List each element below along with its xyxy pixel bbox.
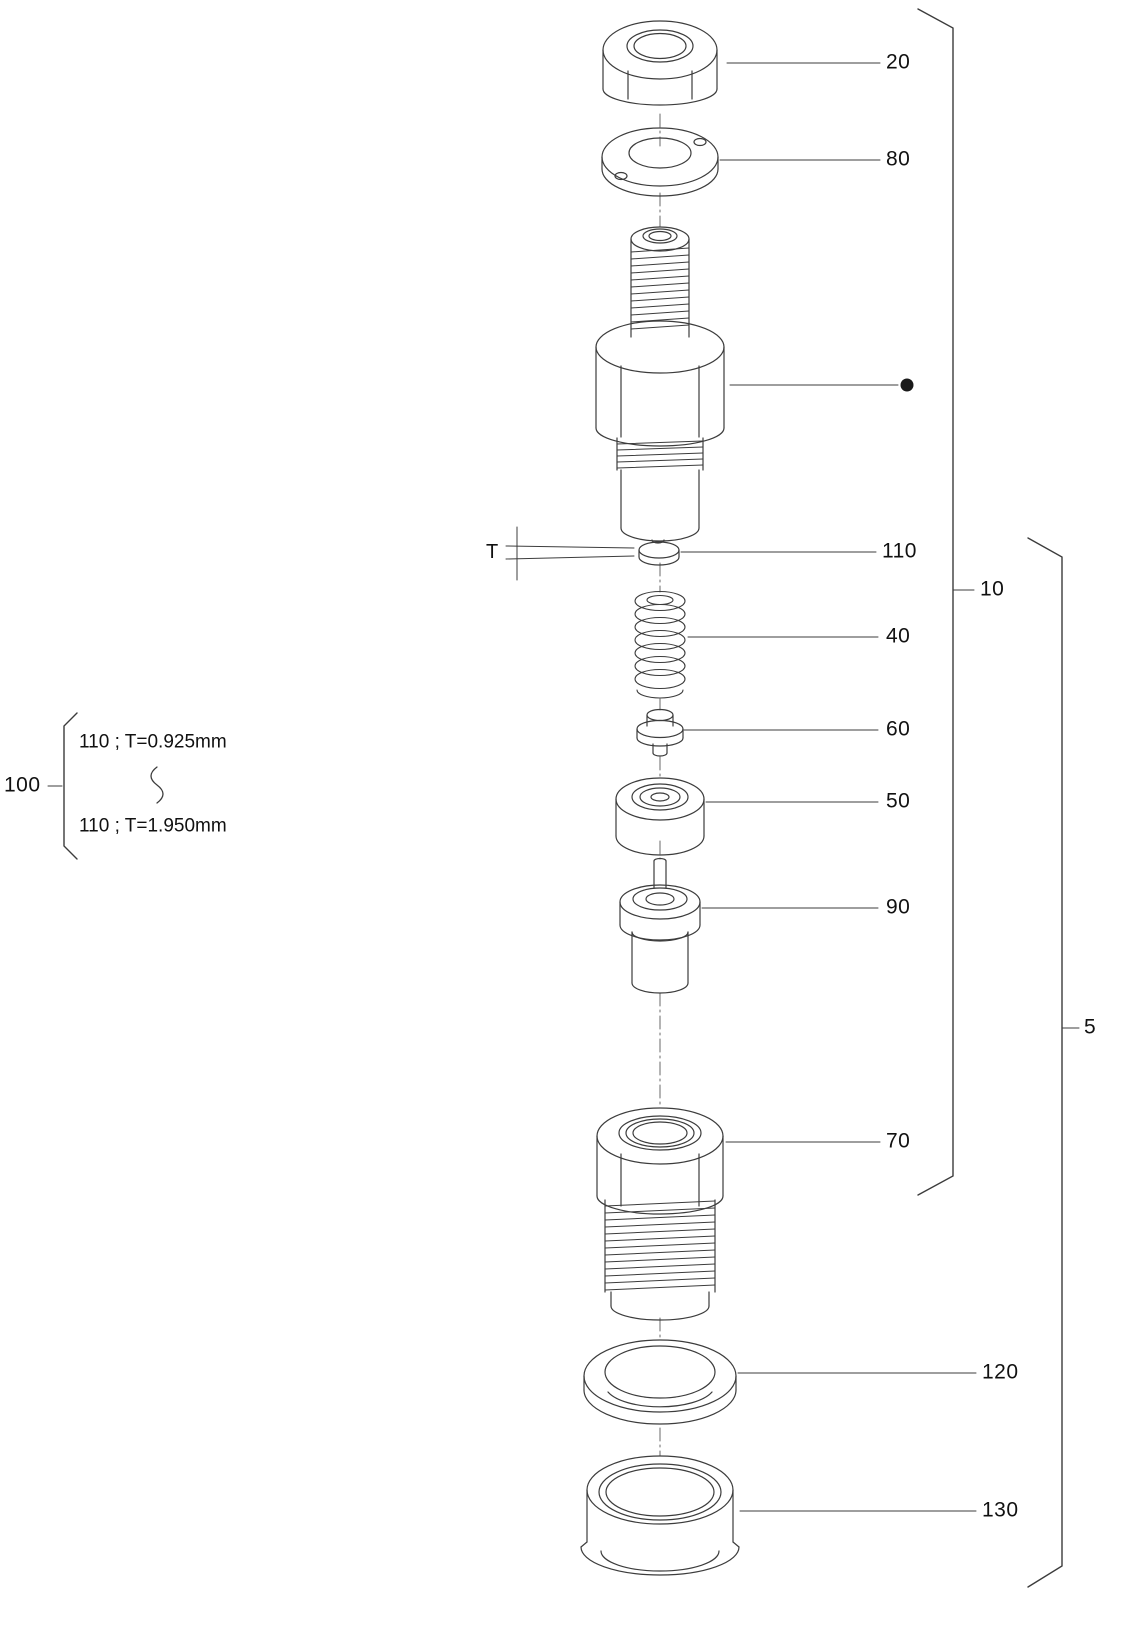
callout-130: 130 (982, 1498, 1019, 1522)
part-body-holder (595, 226, 725, 544)
bracket-10 (917, 8, 954, 1196)
shim-note-line2: 110 ; T=1.950mm (79, 815, 227, 837)
part-130-cap (580, 1455, 740, 1576)
callout-60: 60 (886, 717, 911, 741)
note-range-tilde (150, 766, 164, 804)
callout-50: 50 (886, 789, 911, 813)
part-70-retaining-nut (596, 1107, 724, 1321)
bracket-5 (1027, 537, 1063, 1588)
bracket-100 (63, 712, 78, 860)
callout-40: 40 (886, 624, 911, 648)
callout-110: 110 (882, 539, 917, 563)
callout-70: 70 (886, 1129, 911, 1153)
part-20-cap-nut (602, 20, 718, 106)
brackets (47, 8, 1080, 1588)
callout-120: 120 (982, 1360, 1019, 1384)
t-dimension-label: T (486, 541, 499, 564)
group-label-10: 10 (980, 577, 1005, 601)
part-110-shim (638, 541, 680, 566)
body-dot-callout (900, 378, 914, 392)
part-80-washer (601, 127, 719, 197)
group-label-5: 5 (1084, 1015, 1097, 1039)
part-60-spring-seat (636, 708, 684, 757)
callout-20: 20 (886, 50, 911, 74)
part-40-spring (634, 590, 686, 699)
shim-note-line1: 110 ; T=0.925mm (79, 731, 227, 753)
group-label-100: 100 (4, 773, 41, 797)
leader-lines (680, 62, 977, 1512)
part-120-gasket (583, 1339, 737, 1425)
part-90-pressure-pin (619, 857, 701, 994)
part-50-spacer (615, 777, 705, 856)
callout-80: 80 (886, 147, 911, 171)
callout-90: 90 (886, 895, 911, 919)
t-dimension-lines (505, 526, 635, 581)
